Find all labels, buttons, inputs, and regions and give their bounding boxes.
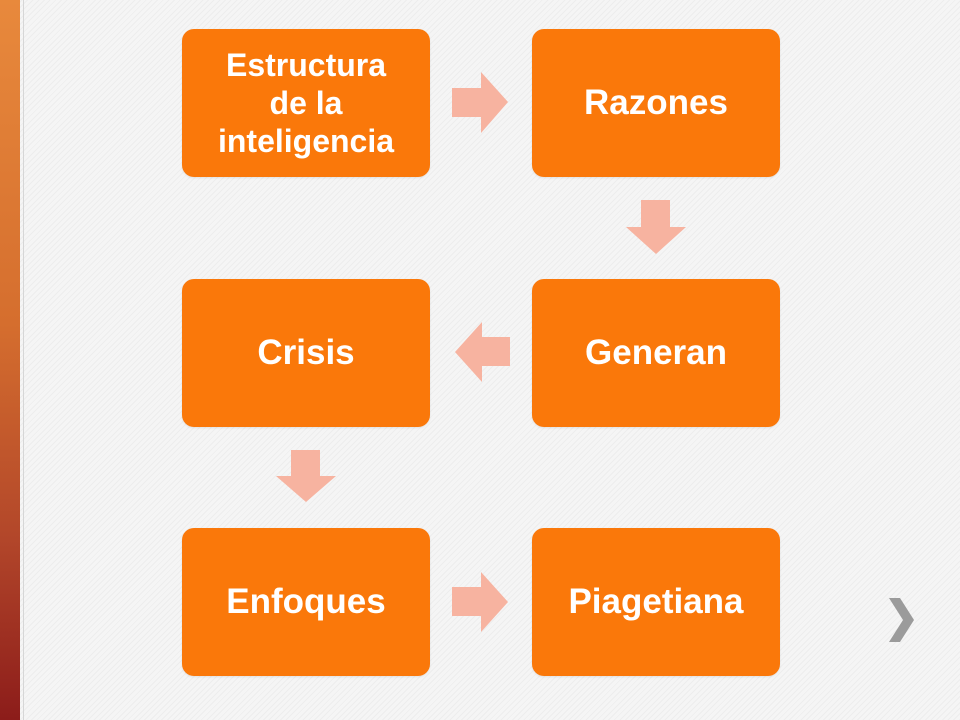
arrow-enfoques-to-piagetiana xyxy=(452,572,508,632)
chevron-right-icon xyxy=(889,598,914,642)
arrow-razones-to-generan xyxy=(626,200,686,254)
arrow-estructura-to-razones xyxy=(452,72,508,133)
node-label: Estructura de la inteligencia xyxy=(217,47,395,159)
node-crisis: Crisis xyxy=(182,279,430,427)
node-label: Razones xyxy=(584,83,728,122)
node-generan: Generan xyxy=(532,279,780,427)
node-label: Enfoques xyxy=(226,582,386,621)
left-accent-bar xyxy=(0,0,20,720)
arrow-generan-to-crisis xyxy=(455,322,510,382)
arrow-crisis-to-enfoques xyxy=(276,450,336,502)
left-divider xyxy=(23,0,24,720)
node-label: Crisis xyxy=(257,333,355,372)
node-label: Piagetiana xyxy=(568,582,744,621)
node-label: Generan xyxy=(585,333,727,372)
node-razones: Razones xyxy=(532,29,780,177)
node-piagetiana: Piagetiana xyxy=(532,528,780,676)
node-estructura: Estructura de la inteligencia xyxy=(182,29,430,177)
node-enfoques: Enfoques xyxy=(182,528,430,676)
